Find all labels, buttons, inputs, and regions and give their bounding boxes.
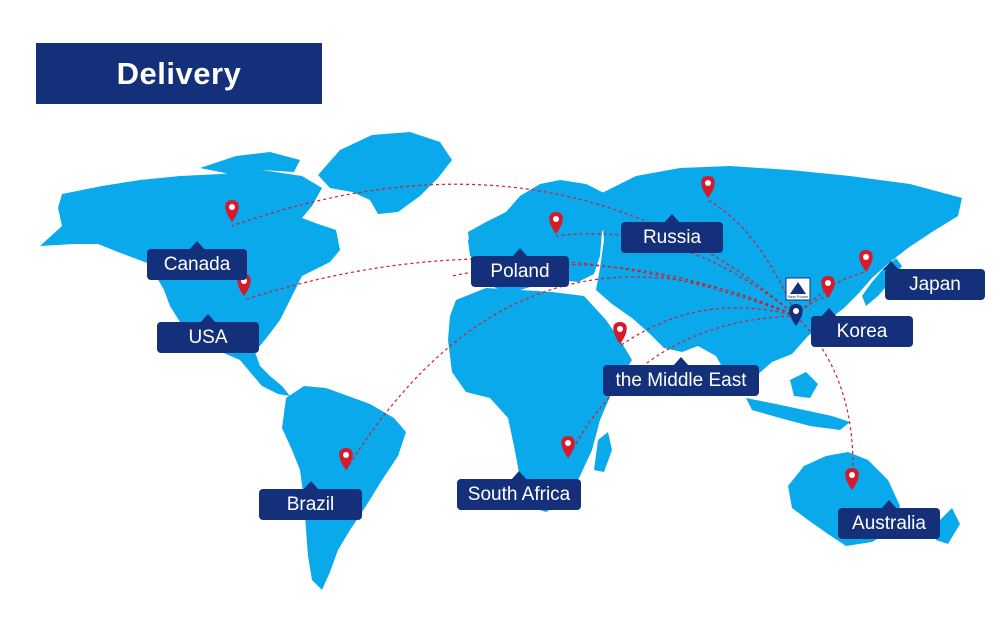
route-middle-east: [619, 307, 797, 347]
pin-russia-icon: [701, 176, 715, 198]
label-japan: Japan: [885, 269, 985, 300]
pin-middle-east-icon: [613, 322, 627, 344]
label-korea: Korea: [811, 316, 913, 347]
origin-logo-text: New Power: [788, 294, 809, 299]
pin-canada-icon: [225, 200, 239, 222]
pin-australia-icon: [845, 468, 859, 490]
origin-pin-icon: [789, 304, 803, 326]
uk-landmass: [468, 228, 488, 256]
continents: [40, 132, 962, 590]
label-poland: Poland: [471, 256, 569, 287]
pin-brazil-icon: [339, 448, 353, 470]
south-america-landmass: [282, 386, 406, 590]
pin-south-africa-icon: [561, 436, 575, 458]
origin-logo-icon: New Power: [785, 277, 811, 301]
route-poland: [555, 233, 797, 317]
greenland-landmass: [318, 132, 452, 214]
borneo-landmass: [790, 372, 818, 398]
label-canada: Canada: [147, 249, 247, 280]
pin-poland-icon: [549, 212, 563, 234]
routes: [231, 183, 867, 489]
pin-korea-icon: [821, 276, 835, 298]
madagascar-landmass: [594, 432, 612, 472]
africa-landmass: [448, 288, 632, 512]
label-australia: Australia: [838, 508, 940, 539]
page-title: Delivery: [36, 43, 322, 104]
label-russia: Russia: [621, 222, 723, 253]
indonesia-landmass: [746, 398, 850, 430]
pins: [225, 176, 873, 490]
route-canada: [231, 183, 797, 317]
new-zealand-landmass: [936, 508, 960, 544]
north-america-landmass: [40, 170, 340, 396]
label-south-africa: South Africa: [457, 479, 581, 510]
pin-japan-icon: [859, 250, 873, 272]
label-brazil: Brazil: [259, 489, 362, 520]
arctic-islands-landmass: [200, 152, 300, 174]
label-usa: USA: [157, 322, 259, 353]
label-middle-east: the Middle East: [603, 365, 759, 396]
route-korea: [795, 295, 829, 317]
